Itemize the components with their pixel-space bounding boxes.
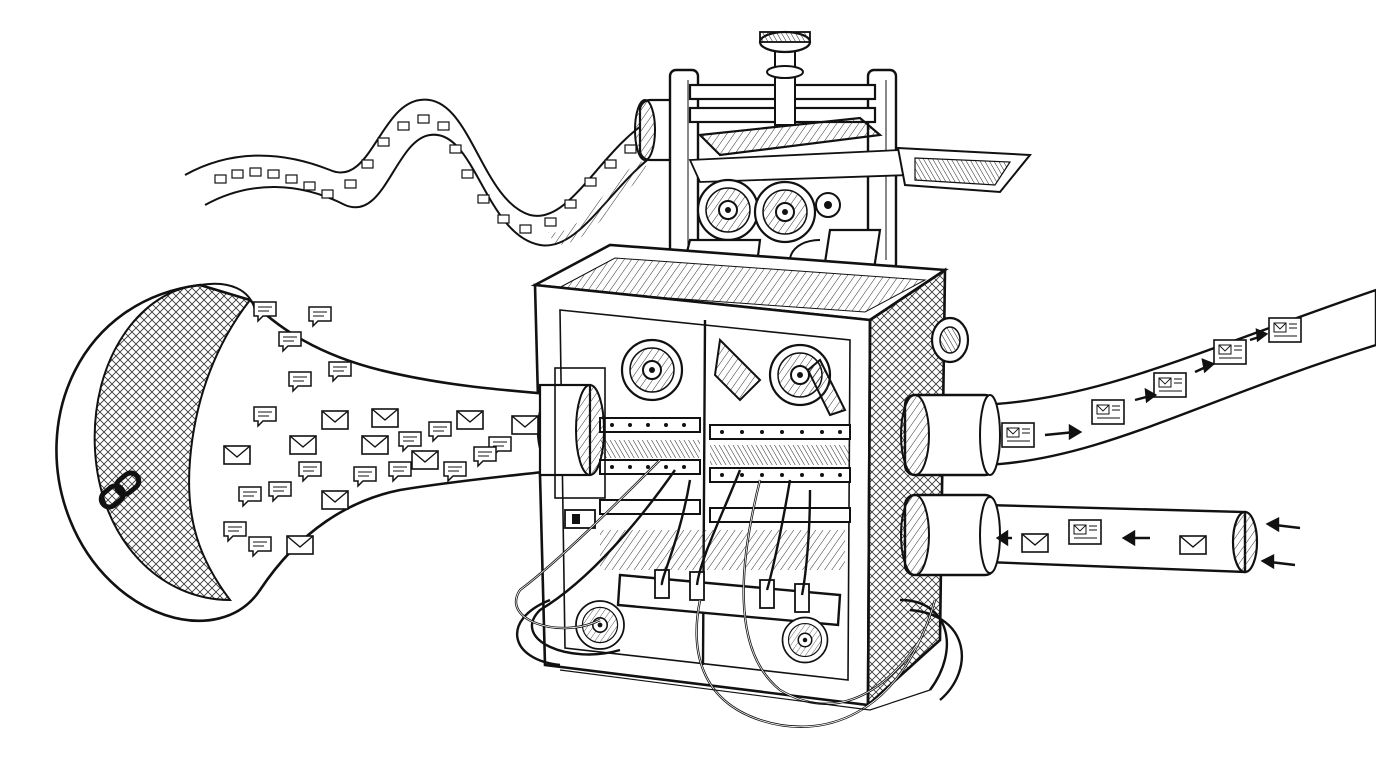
link-icon <box>98 470 142 510</box>
output-pipe-upper <box>900 288 1376 477</box>
gear-icon <box>620 338 684 402</box>
arrow-icon <box>995 517 1301 570</box>
machine-cabinet <box>530 243 970 708</box>
gear-icon <box>696 178 760 242</box>
input-funnel <box>55 282 606 623</box>
arrow-icon <box>1044 328 1269 441</box>
paper-tape-top <box>184 98 661 247</box>
cables-inner <box>515 459 936 728</box>
gear-icon <box>753 180 817 244</box>
gear-icon <box>781 616 829 664</box>
output-pipe-lower <box>900 493 1301 577</box>
